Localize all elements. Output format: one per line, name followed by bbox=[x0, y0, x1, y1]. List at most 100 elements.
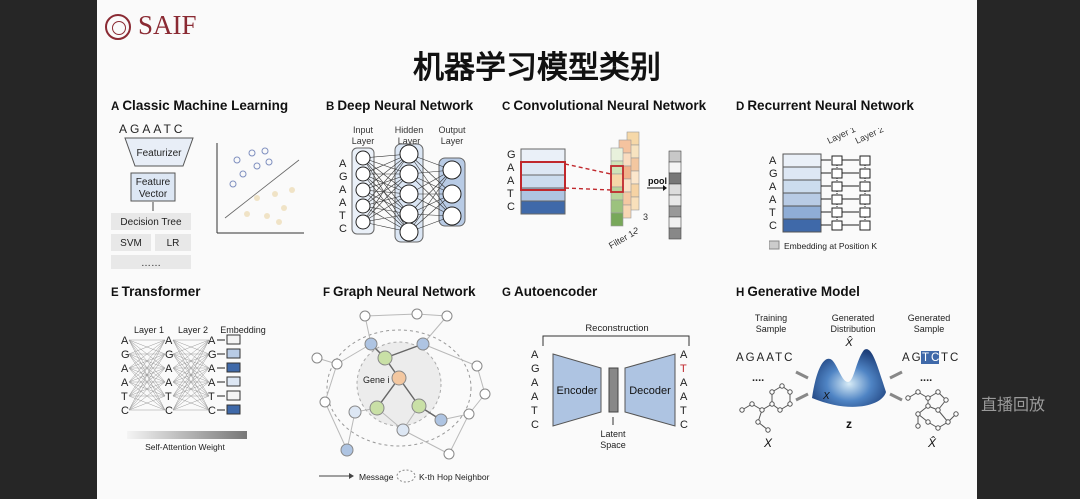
panel-b-diagram: Input Layer Hidden Layer Output Layer AG… bbox=[339, 125, 466, 243]
autoencoder-input-letter: T bbox=[531, 405, 538, 417]
hidden-node bbox=[399, 144, 419, 164]
rnn-letter: A bbox=[769, 155, 777, 167]
transformer-layer2-label: Layer 2 bbox=[178, 325, 208, 335]
atom bbox=[769, 389, 775, 395]
transformer-letter-l2: G bbox=[165, 349, 174, 361]
graph-node bbox=[359, 310, 371, 322]
graph-node bbox=[377, 350, 393, 366]
transformer-letter-l3: T bbox=[208, 391, 215, 403]
panel-a-sequence: AGAATC bbox=[119, 122, 185, 136]
model-box-svm bbox=[111, 234, 151, 251]
transformer-letter-l1: A bbox=[121, 335, 129, 347]
rnn-letter: G bbox=[769, 168, 778, 180]
arrow-from-dist-2 bbox=[889, 392, 903, 402]
panel-b-letter: B bbox=[326, 101, 335, 113]
rnn-unit-l2 bbox=[859, 220, 871, 231]
rnn-unit-l1 bbox=[831, 181, 843, 192]
embedding-cell bbox=[226, 362, 241, 373]
panel-c-letter: C bbox=[502, 101, 511, 113]
cnn-input-cell bbox=[520, 161, 566, 176]
cnn-input-cell bbox=[520, 200, 566, 215]
transformer-letter-l1: G bbox=[121, 349, 130, 361]
generated-dist-label-1: Generated bbox=[832, 313, 875, 323]
generated-seq-changed: TC bbox=[922, 352, 941, 364]
hidden-node bbox=[399, 204, 419, 224]
message-legend-arrowhead bbox=[349, 473, 354, 479]
embedding-cell bbox=[226, 404, 241, 415]
cnn-receptive-field bbox=[520, 161, 566, 191]
cnn-input-cells bbox=[520, 148, 566, 215]
panel-c-title-text: Convolutional Neural Network bbox=[513, 98, 707, 113]
panel-b-title-text: Deep Neural Network bbox=[337, 98, 474, 113]
rnn-embedding-cell bbox=[782, 179, 822, 194]
rnn-unit-l1 bbox=[831, 194, 843, 205]
xhat-label: X̂ bbox=[927, 435, 937, 450]
pool-cell bbox=[668, 183, 682, 196]
autoencoder-input-letter: A bbox=[531, 391, 539, 403]
pool-cell bbox=[668, 216, 682, 229]
pool-cell bbox=[668, 194, 682, 207]
graph-node bbox=[416, 337, 430, 351]
output-node bbox=[442, 184, 462, 204]
output-node bbox=[442, 206, 462, 226]
autoencoder-output-letter: A bbox=[680, 349, 688, 361]
atom bbox=[925, 419, 931, 425]
saif-logo-text: SAIF bbox=[138, 10, 197, 40]
panel-a-diagram: AGAATC Featurizer Feature Vector Decisio… bbox=[111, 122, 304, 269]
hop-circle-outer bbox=[326, 329, 472, 447]
encoder-shape bbox=[552, 353, 602, 427]
generated-dots: .... bbox=[920, 372, 932, 384]
atom bbox=[905, 395, 911, 401]
rnn-unit-l1 bbox=[831, 155, 843, 166]
graph-node bbox=[479, 388, 491, 400]
panel-g-letter: G bbox=[502, 287, 511, 299]
generated-seq-suffix: TC bbox=[941, 352, 960, 364]
feature-vector-box bbox=[130, 172, 176, 202]
transformer-letter-l1: C bbox=[121, 405, 129, 417]
graph-node bbox=[340, 443, 354, 457]
hidden-layer-label-2: Layer bbox=[398, 136, 421, 146]
model-box-lr bbox=[155, 234, 191, 251]
graph-node bbox=[434, 413, 448, 427]
atom bbox=[755, 419, 761, 425]
atom bbox=[769, 401, 775, 407]
replay-button[interactable]: 直播回放 bbox=[981, 395, 1046, 414]
autoencoder-input-letter: A bbox=[531, 349, 539, 361]
filter-label: Filter 1 bbox=[607, 228, 636, 250]
rnn-embedding-cell bbox=[782, 153, 822, 168]
rnn-layer2-label: Layer 2 bbox=[854, 128, 885, 146]
scatter-class-b bbox=[244, 187, 295, 225]
filter-num-3: 3 bbox=[643, 212, 648, 222]
panel-g-title-text: Autoencoder bbox=[513, 284, 598, 299]
generated-dist-label-2: Distribution bbox=[830, 324, 875, 334]
x-label-surface: X bbox=[822, 391, 830, 402]
embedding-cell bbox=[226, 390, 241, 401]
dnn-letter: A bbox=[339, 158, 347, 170]
encoder-label: Encoder bbox=[557, 385, 598, 397]
autoencoder-output-letter: C bbox=[680, 419, 688, 431]
rnn-embedding-cell bbox=[782, 218, 822, 233]
atom bbox=[915, 389, 921, 395]
rnn-embedding-cell bbox=[782, 192, 822, 207]
panel-d-diagram: Layer 1 Layer 2 AGAATC Embedding at Posi… bbox=[769, 128, 885, 251]
generated-seq-highlight bbox=[921, 351, 939, 364]
rnn-unit-l2 bbox=[859, 168, 871, 179]
hidden-node bbox=[399, 164, 419, 184]
atom bbox=[915, 423, 921, 429]
atom bbox=[787, 401, 793, 407]
cnn-input-cell bbox=[520, 174, 566, 189]
generated-sample-label-1: Generated bbox=[908, 313, 951, 323]
graph-node bbox=[411, 398, 427, 414]
filter-cell bbox=[610, 199, 624, 214]
transformer-letter-l2: C bbox=[165, 405, 173, 417]
cnn-filter-maps bbox=[610, 131, 640, 227]
x-label: X bbox=[763, 436, 773, 450]
training-molecule bbox=[739, 383, 793, 433]
decoder-shape bbox=[624, 353, 676, 427]
model-more: …… bbox=[141, 258, 161, 269]
